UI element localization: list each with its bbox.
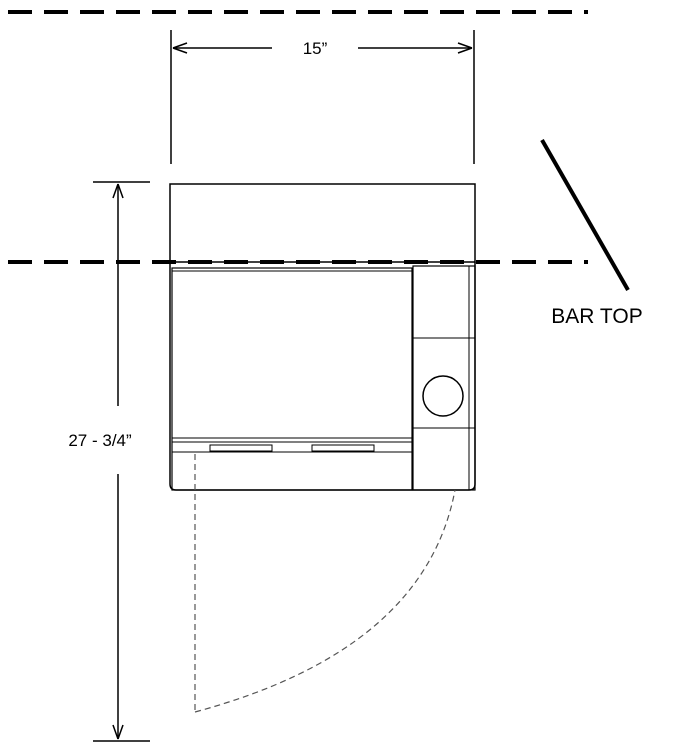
control-knob — [422, 375, 464, 417]
depth-dimension-label: 27 - 3/4” — [68, 431, 132, 450]
door-handle-right — [311, 444, 375, 452]
door-handle-left — [209, 444, 273, 452]
door-swing-arc — [194, 489, 456, 713]
unit-outline — [169, 183, 476, 491]
control-column-outline — [412, 265, 476, 491]
bar-top-label: BAR TOP — [551, 305, 642, 328]
depth-dimension: 27 - 3/4” — [68, 181, 150, 742]
door-swing — [194, 454, 456, 713]
width-arrowhead-right — [457, 42, 473, 54]
width-arrowhead-left — [172, 42, 188, 54]
door-bottom-strip — [171, 437, 413, 453]
depth-arrowhead-top — [112, 183, 124, 199]
door-panel — [171, 267, 413, 491]
control-column — [412, 265, 476, 491]
door-face — [171, 267, 413, 491]
width-dimension: 15” — [170, 30, 475, 164]
width-dimension-label: 15” — [303, 39, 328, 58]
unit-body-outline — [169, 262, 476, 491]
bar-top-leader-line — [540, 139, 630, 291]
depth-arrowhead-bottom — [112, 724, 124, 740]
unit-top-section — [169, 183, 476, 263]
